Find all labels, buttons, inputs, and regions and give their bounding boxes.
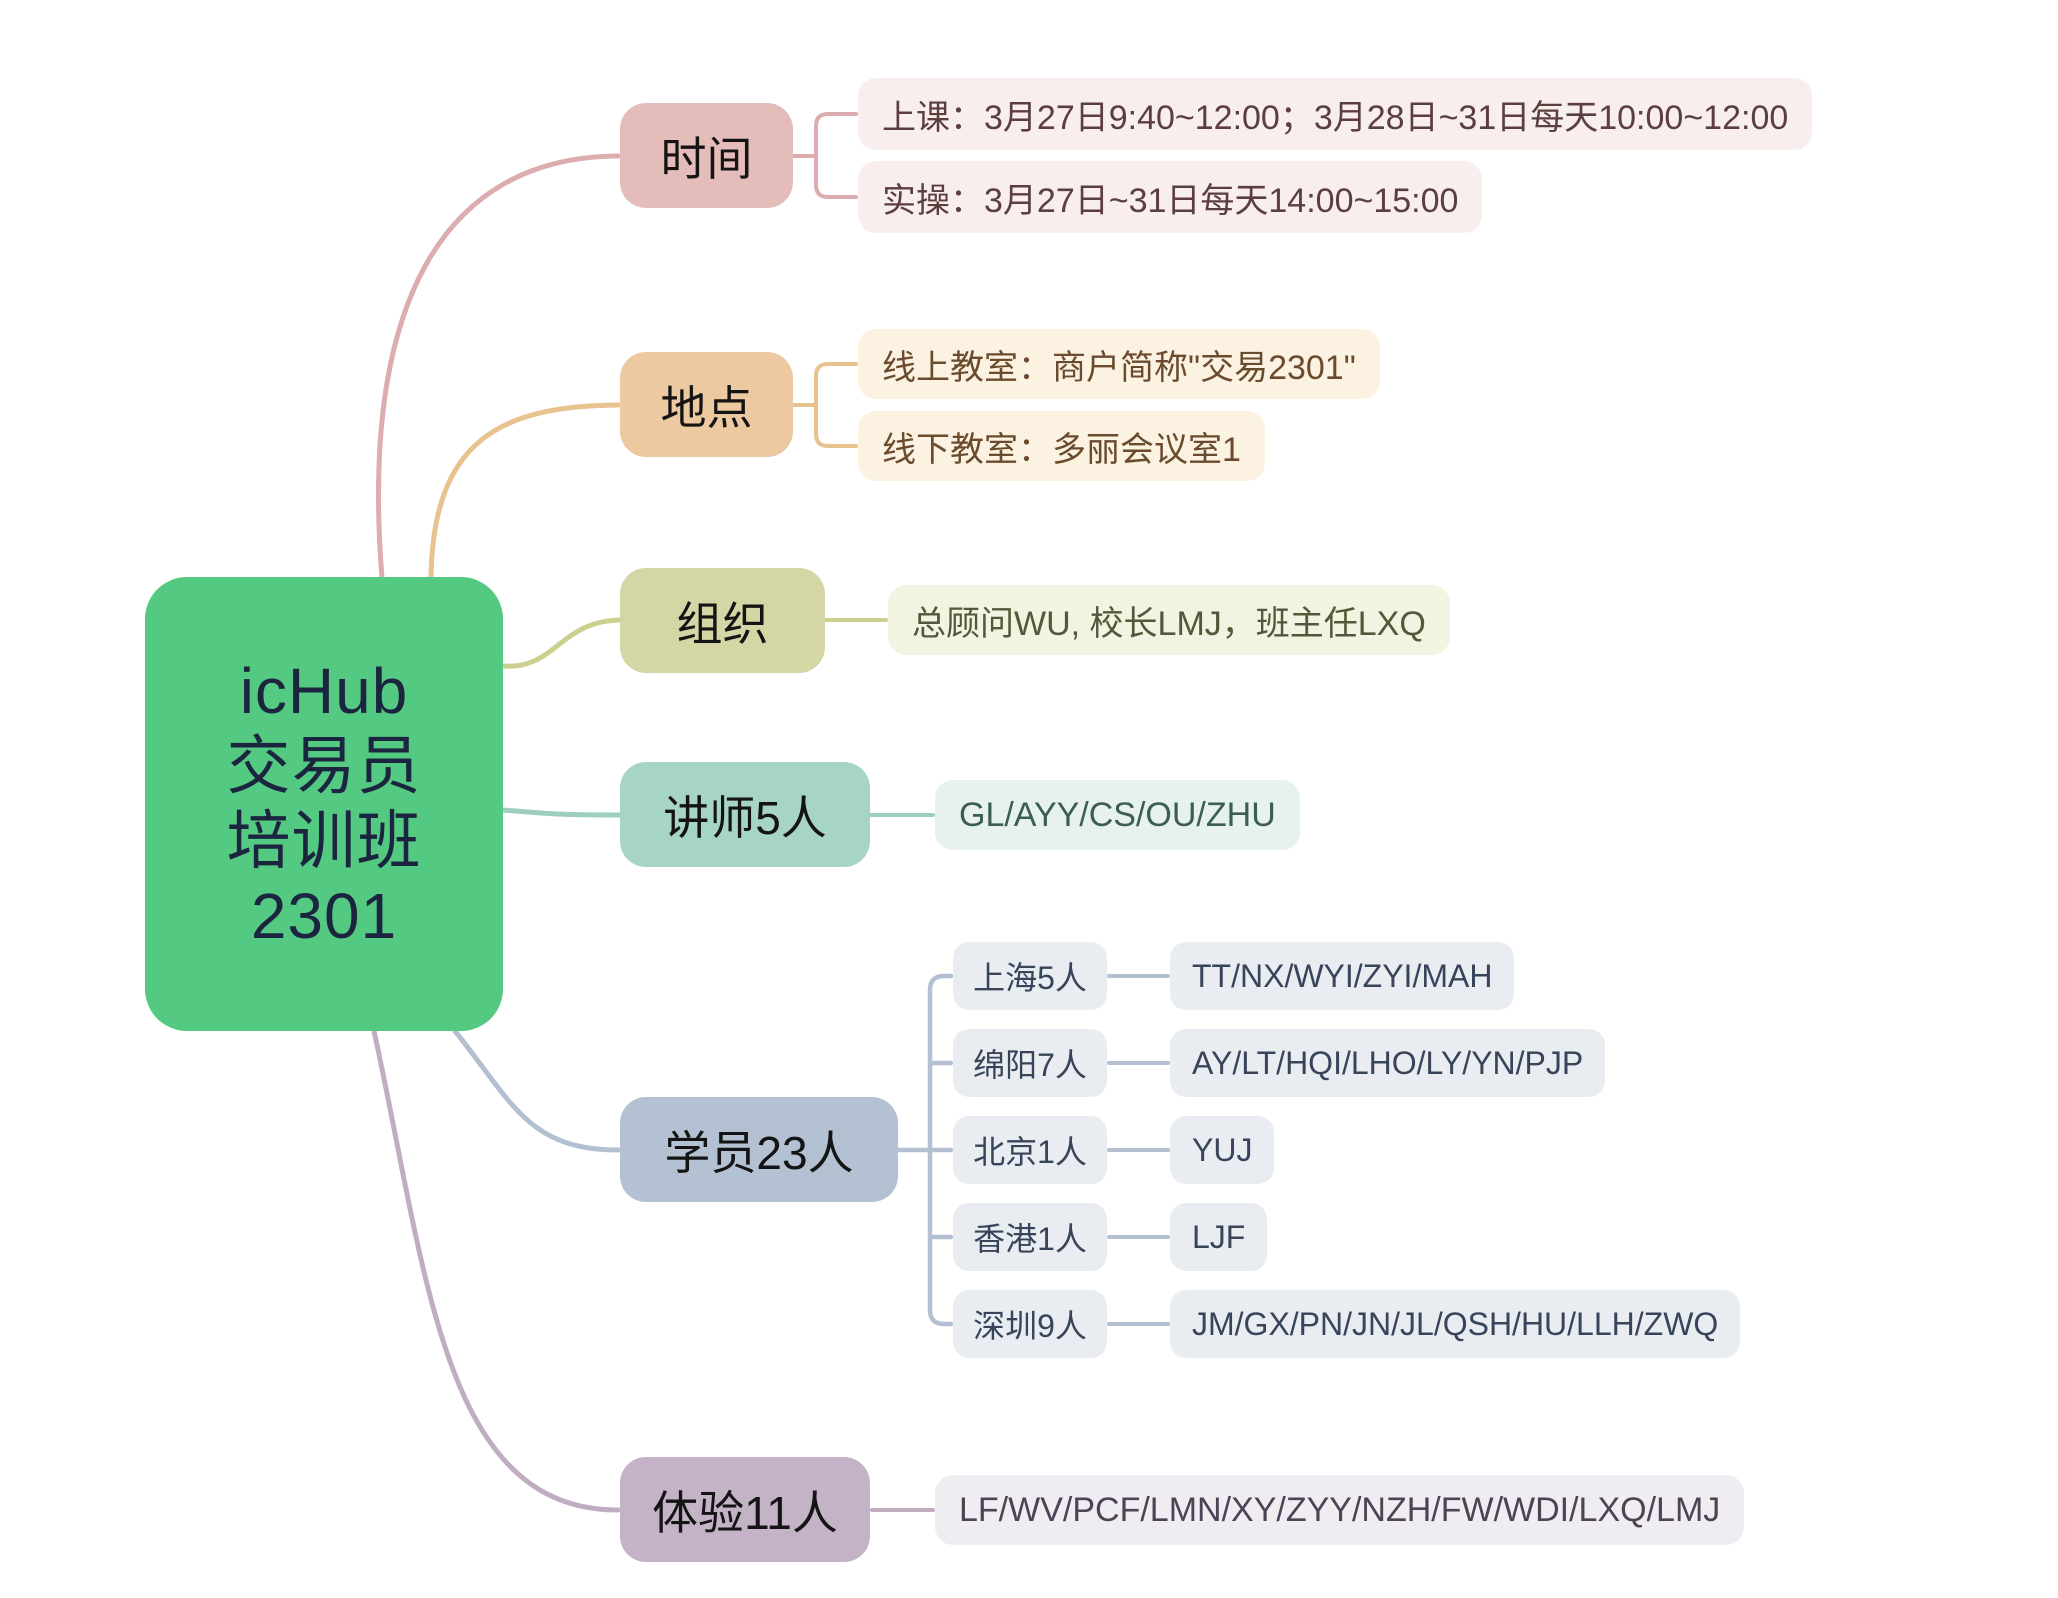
students-shanghai-names-text: TT/NX/WYI/ZYI/MAH bbox=[1192, 957, 1493, 994]
branch-students-node[interactable]: 学员23人 bbox=[620, 1097, 898, 1202]
students-hongkong-names-text: LJF bbox=[1192, 1218, 1246, 1255]
branch-students-label: 学员23人 bbox=[664, 1126, 854, 1179]
lecturers-names-node[interactable]: GL/AYY/CS/OU/ZHU bbox=[935, 780, 1300, 850]
students-hongkong-node[interactable]: 香港1人 bbox=[953, 1203, 1107, 1271]
students-beijing-names-text: YUJ bbox=[1192, 1131, 1253, 1168]
students-mianyang-names-text: AY/LT/HQI/LHO/LY/YN/PJP bbox=[1192, 1044, 1584, 1081]
branch-time-node[interactable]: 时间 bbox=[620, 103, 793, 208]
connector-students-main bbox=[452, 1028, 621, 1153]
students-beijing-names-node[interactable]: YUJ bbox=[1170, 1116, 1275, 1184]
org-staff-node[interactable]: 总顾问WU, 校长LMJ，班主任LXQ bbox=[888, 585, 1450, 655]
time-class-schedule-text: 上课：3月27日9:40~12:00；3月28日~31日每天10:00~12:0… bbox=[882, 98, 1789, 137]
branch-trial-node[interactable]: 体验11人 bbox=[620, 1457, 870, 1562]
branch-lecturers-label: 讲师5人 bbox=[663, 791, 827, 844]
branch-place-label: 地点 bbox=[660, 381, 753, 434]
connector-trial-main bbox=[371, 1028, 621, 1513]
students-shenzhen-names-node[interactable]: JM/GX/PN/JN/JL/QSH/HU/LLH/ZWQ bbox=[1170, 1290, 1741, 1358]
branch-place-node[interactable]: 地点 bbox=[620, 352, 793, 457]
students-shenzhen-names-text: JM/GX/PN/JN/JL/QSH/HU/LLH/ZWQ bbox=[1192, 1305, 1719, 1342]
students-hongkong-names-node[interactable]: LJF bbox=[1170, 1203, 1268, 1271]
branch-org-node[interactable]: 组织 bbox=[620, 568, 825, 673]
students-mianyang-label: 绵阳7人 bbox=[973, 1047, 1087, 1083]
root-node[interactable]: icHub 交易员 培训班 2301 bbox=[145, 577, 503, 1031]
connector-place-main bbox=[428, 402, 621, 581]
trial-names-text: LF/WV/PCF/LMN/XY/ZYY/NZH/FW/WDI/LXQ/LMJ bbox=[959, 1490, 1721, 1529]
trial-names-node[interactable]: LF/WV/PCF/LMN/XY/ZYY/NZH/FW/WDI/LXQ/LMJ bbox=[935, 1475, 1745, 1545]
branch-org-label: 组织 bbox=[676, 597, 769, 650]
place-online-classroom-node[interactable]: 线上教室：商户简称"交易2301" bbox=[858, 329, 1380, 399]
time-practice-schedule-node[interactable]: 实操：3月27日~31日每天14:00~15:00 bbox=[858, 161, 1483, 233]
connector-lecturers-main bbox=[500, 807, 623, 818]
connector-students-bracket bbox=[895, 973, 954, 1327]
root-label: icHub 交易员 培训班 2301 bbox=[226, 655, 422, 952]
place-offline-classroom-node[interactable]: 线下教室：多丽会议室1 bbox=[858, 411, 1265, 481]
branch-lecturers-node[interactable]: 讲师5人 bbox=[620, 762, 870, 867]
students-shanghai-names-node[interactable]: TT/NX/WYI/ZYI/MAH bbox=[1170, 942, 1515, 1010]
connector-org-main bbox=[500, 617, 623, 669]
time-practice-schedule-text: 实操：3月27日~31日每天14:00~15:00 bbox=[882, 181, 1459, 220]
branch-trial-label: 体验11人 bbox=[652, 1486, 838, 1539]
connector-time-main bbox=[376, 153, 621, 581]
students-mianyang-node[interactable]: 绵阳7人 bbox=[953, 1029, 1107, 1097]
branch-time-label: 时间 bbox=[660, 132, 753, 185]
connector-time-bracket bbox=[791, 112, 858, 199]
place-offline-classroom-text: 线下教室：多丽会议室1 bbox=[882, 430, 1241, 469]
time-class-schedule-node[interactable]: 上课：3月27日9:40~12:00；3月28日~31日每天10:00~12:0… bbox=[858, 78, 1813, 150]
students-shanghai-node[interactable]: 上海5人 bbox=[953, 942, 1107, 1010]
students-hongkong-label: 香港1人 bbox=[973, 1221, 1087, 1257]
students-shenzhen-label: 深圳9人 bbox=[973, 1308, 1087, 1344]
org-staff-text: 总顾问WU, 校长LMJ，班主任LXQ bbox=[912, 604, 1426, 643]
students-shanghai-label: 上海5人 bbox=[973, 960, 1087, 996]
students-shenzhen-node[interactable]: 深圳9人 bbox=[953, 1290, 1107, 1358]
place-online-classroom-text: 线上教室：商户简称"交易2301" bbox=[882, 348, 1356, 387]
students-beijing-node[interactable]: 北京1人 bbox=[953, 1116, 1107, 1184]
lecturers-names-text: GL/AYY/CS/OU/ZHU bbox=[959, 795, 1276, 834]
connector-students-name-links bbox=[1107, 974, 1170, 1326]
connector-place-bracket bbox=[791, 362, 858, 448]
students-mianyang-names-node[interactable]: AY/LT/HQI/LHO/LY/YN/PJP bbox=[1170, 1029, 1606, 1097]
students-beijing-label: 北京1人 bbox=[973, 1134, 1087, 1170]
